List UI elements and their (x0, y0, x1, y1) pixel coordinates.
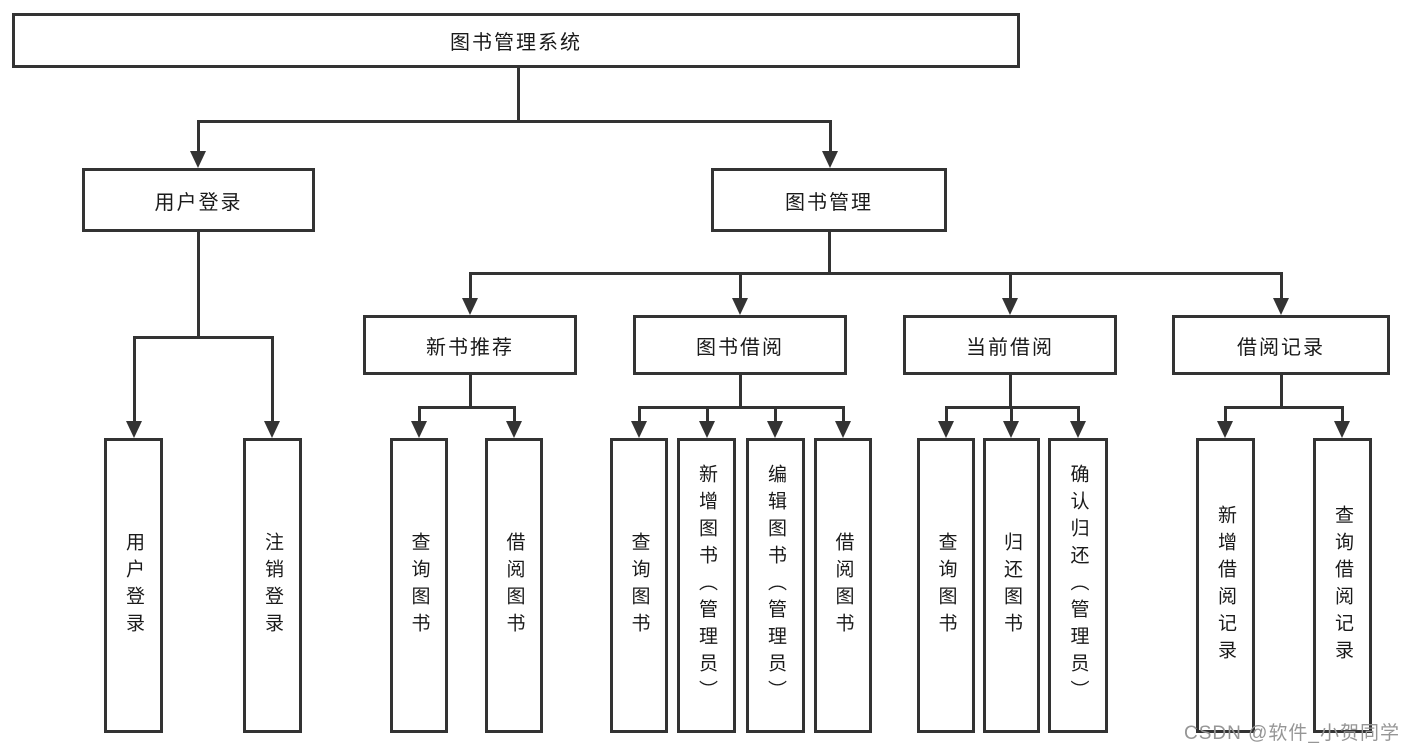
node-label: 图书管理系统 (450, 32, 582, 54)
connector-to-user-login (197, 120, 200, 153)
node-label: 图书借阅 (696, 336, 784, 359)
arrow-to-user-login (190, 151, 206, 168)
node-borrow-records: 借阅记录 (1172, 315, 1390, 375)
leaf-user-login: 用户登录 (104, 438, 163, 733)
connector-borrow-records-bar (1224, 406, 1343, 409)
connector-to-cb-return (1010, 406, 1013, 421)
leaf-borrow-query-books: 查询图书 (610, 438, 668, 733)
connector-to-bb-edit (774, 406, 777, 421)
node-label: 借阅记录 (1237, 336, 1325, 359)
node-label: 查询图书 (408, 531, 430, 640)
leaf-records-query-borrow-record: 查询借阅记录 (1313, 438, 1372, 733)
connector-to-leaf-logout (271, 336, 274, 421)
connector-to-bb-add (706, 406, 709, 421)
node-label: 新增图书（管理员） (696, 464, 717, 707)
node-label: 当前借阅 (966, 336, 1054, 359)
connector-to-cb-query (945, 406, 948, 421)
connector-book-borrow-stem (739, 375, 742, 406)
leaf-borrow-borrow-books: 借阅图书 (814, 438, 872, 733)
node-label: 确认归还（管理员） (1067, 464, 1089, 707)
connector-root-bar (197, 120, 831, 123)
node-label: 注销登录 (262, 531, 283, 640)
leaf-newbook-query-books: 查询图书 (390, 438, 448, 733)
connector-to-br-add (1224, 406, 1227, 421)
csdn-watermark: CSDN @软件_小贺同学 (1184, 723, 1400, 744)
arrow-to-nb-query (411, 421, 427, 438)
leaf-borrow-edit-books-admin: 编辑图书（管理员） (746, 438, 805, 733)
connector-to-nb-query (418, 406, 421, 421)
node-label: 图书管理 (785, 191, 873, 214)
arrow-to-bb-query (631, 421, 647, 438)
arrow-to-bb-add (699, 421, 715, 438)
connector-to-book-management (829, 120, 832, 153)
arrow-to-book-management (822, 151, 838, 168)
leaf-current-return-books: 归还图书 (983, 438, 1040, 733)
node-label: 用户登录 (123, 531, 144, 640)
node-label: 查询图书 (935, 531, 957, 640)
arrow-to-br-query (1334, 421, 1350, 438)
node-label: 查询图书 (628, 531, 650, 640)
leaf-logout: 注销登录 (243, 438, 302, 733)
node-book-management: 图书管理 (711, 168, 947, 232)
connector-to-bb-query (638, 406, 641, 421)
connector-new-book-stem (469, 375, 472, 406)
connector-to-cb-confirm (1077, 406, 1080, 421)
node-root-library-management-system: 图书管理系统 (12, 13, 1020, 68)
node-label: 用户登录 (154, 191, 243, 214)
connector-root-stem (517, 68, 520, 120)
connector-user-login-stem (197, 232, 200, 336)
connector-to-bb-borrow (842, 406, 845, 421)
leaf-current-query-books: 查询图书 (917, 438, 975, 733)
arrow-to-new-book (462, 298, 478, 315)
leaf-records-add-borrow-record: 新增借阅记录 (1196, 438, 1255, 733)
node-label: 查询借阅记录 (1332, 504, 1353, 667)
connector-to-new-book (469, 272, 472, 298)
node-user-login: 用户登录 (82, 168, 315, 232)
connector-to-nb-borrow (513, 406, 516, 421)
node-label: 归还图书 (1001, 531, 1022, 640)
connector-borrow-records-stem (1280, 375, 1283, 406)
node-label: 新书推荐 (426, 336, 514, 359)
connector-to-br-query (1341, 406, 1344, 421)
connector-book-borrow-bar (638, 406, 844, 409)
node-label: 编辑图书（管理员） (765, 464, 786, 707)
connector-to-current-borrow (1009, 272, 1012, 298)
arrow-to-cb-return (1003, 421, 1019, 438)
connector-to-leaf-user-login (133, 336, 136, 421)
connector-to-book-borrow (739, 272, 742, 298)
node-label: 新增借阅记录 (1215, 504, 1236, 667)
connector-book-management-stem (828, 232, 831, 272)
arrow-to-bb-borrow (835, 421, 851, 438)
arrow-to-leaf-user-login (126, 421, 142, 438)
arrow-to-br-add (1217, 421, 1233, 438)
leaf-current-confirm-return-admin: 确认归还（管理员） (1048, 438, 1108, 733)
connector-book-management-bar (469, 272, 1282, 275)
arrow-to-bb-edit (767, 421, 783, 438)
connector-user-login-bar (133, 336, 273, 339)
connector-current-borrow-stem (1009, 375, 1012, 406)
arrow-to-book-borrow (732, 298, 748, 315)
arrow-to-leaf-logout (264, 421, 280, 438)
node-label: 借阅图书 (503, 531, 525, 640)
arrow-to-cb-confirm (1070, 421, 1086, 438)
connector-new-book-bar (418, 406, 515, 409)
leaf-newbook-borrow-books: 借阅图书 (485, 438, 543, 733)
node-label: 借阅图书 (832, 531, 854, 640)
leaf-borrow-add-books-admin: 新增图书（管理员） (677, 438, 736, 733)
arrow-to-cb-query (938, 421, 954, 438)
arrow-to-nb-borrow (506, 421, 522, 438)
node-new-book-recommend: 新书推荐 (363, 315, 577, 375)
node-book-borrow: 图书借阅 (633, 315, 847, 375)
node-current-borrow: 当前借阅 (903, 315, 1117, 375)
arrow-to-current-borrow (1002, 298, 1018, 315)
arrow-to-borrow-records (1273, 298, 1289, 315)
connector-to-borrow-records (1280, 272, 1283, 298)
